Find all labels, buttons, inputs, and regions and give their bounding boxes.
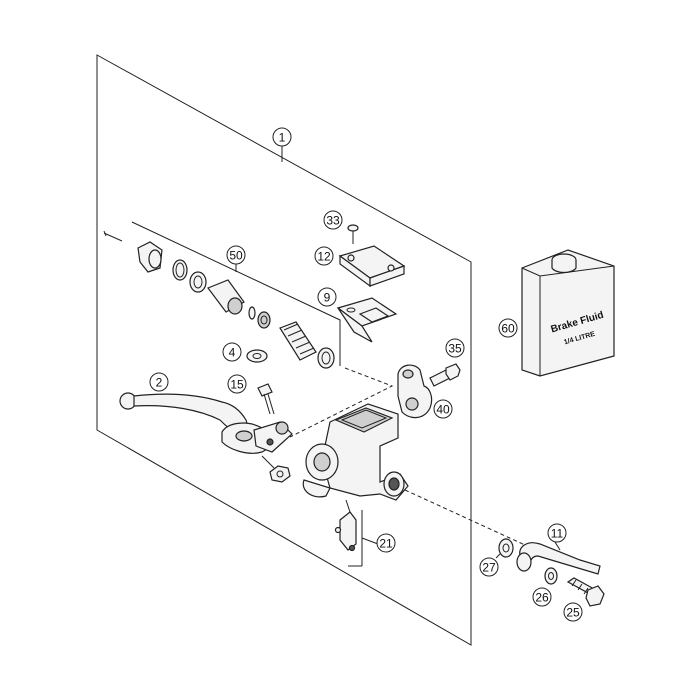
callout-11: 11 [547,523,567,543]
callout-circle [149,372,169,392]
callout-circle [317,287,337,307]
handlebar-clamp [397,364,433,419]
washer-part [246,349,268,363]
lever-pivot [253,421,293,453]
axis-line-right [404,489,526,546]
callout-label: 25 [566,606,580,620]
assembly-frame [96,54,472,646]
callout-label: 33 [326,214,340,228]
callout-circle [547,523,567,543]
callout-40: 40 [433,399,453,419]
circlip [172,259,188,281]
adjuster-bolt [257,383,275,415]
callout-circle [563,602,583,622]
callout-circle [376,533,396,553]
callout-60: 60 [498,318,518,338]
callout-label: 9 [324,291,331,305]
cup-seal [257,311,271,329]
callout-label: 1 [279,131,286,145]
brake-line-11 [516,541,601,575]
callout-label: 15 [230,378,244,392]
callout-label: 27 [482,561,496,575]
callout-circle [272,127,292,147]
callout-27: 27 [479,557,499,577]
callout-35: 35 [445,338,465,358]
clamp-screw [429,363,461,387]
return-spring [279,321,317,361]
callout-circle [226,245,246,265]
callout-label: 12 [317,250,331,264]
callout-circle [498,318,518,338]
callout-circle [314,246,334,266]
callout-26: 26 [532,587,552,607]
callout-2: 2 [149,372,169,392]
hand-lever [119,392,271,454]
pivot-nut [261,455,291,483]
push-rod [103,230,123,242]
banjo-bolt-25 [566,577,605,607]
cover-screw [347,224,359,244]
callout-label: 50 [229,249,243,263]
callout-12: 12 [314,246,334,266]
axis-dashed-line [289,367,394,438]
spring-seat [317,347,335,369]
brake-fluid-bottle: Brake Fluid 1/4 LITRE [521,249,615,377]
callout-circle [532,587,552,607]
callout-50: 50 [226,245,246,265]
brake-light-switch [334,499,379,567]
callout-label: 60 [501,322,515,336]
callout-label: 2 [156,376,163,390]
callout-label: 26 [535,591,549,605]
callout-label: 40 [436,403,450,417]
washer-ring [189,271,207,293]
callout-4: 4 [222,342,242,362]
piston-kit-bracket [131,221,341,366]
small-seal [248,306,256,320]
callout-label: 11 [551,527,564,541]
callout-circle [445,338,465,358]
sealing-washer-27 [495,538,514,559]
callout-1: 1 [272,127,292,147]
reservoir-cover [338,245,406,288]
callout-circle [323,210,343,230]
dust-boot [137,241,163,273]
callout-circle [479,557,499,577]
callout-circle [222,342,242,362]
callout-25: 25 [563,602,583,622]
callout-label: 4 [229,346,236,360]
callout-9: 9 [317,287,337,307]
master-cylinder-body [302,403,409,501]
callout-circle [433,399,453,419]
sealing-washer-26 [544,567,558,585]
piston [207,279,245,315]
callout-label: 21 [379,537,393,551]
diaphragm [336,297,398,343]
callout-15: 15 [227,374,247,394]
callout-33: 33 [323,210,343,230]
callout-label: 35 [448,342,462,356]
callout-21: 21 [376,533,396,553]
callout-circle [227,374,247,394]
